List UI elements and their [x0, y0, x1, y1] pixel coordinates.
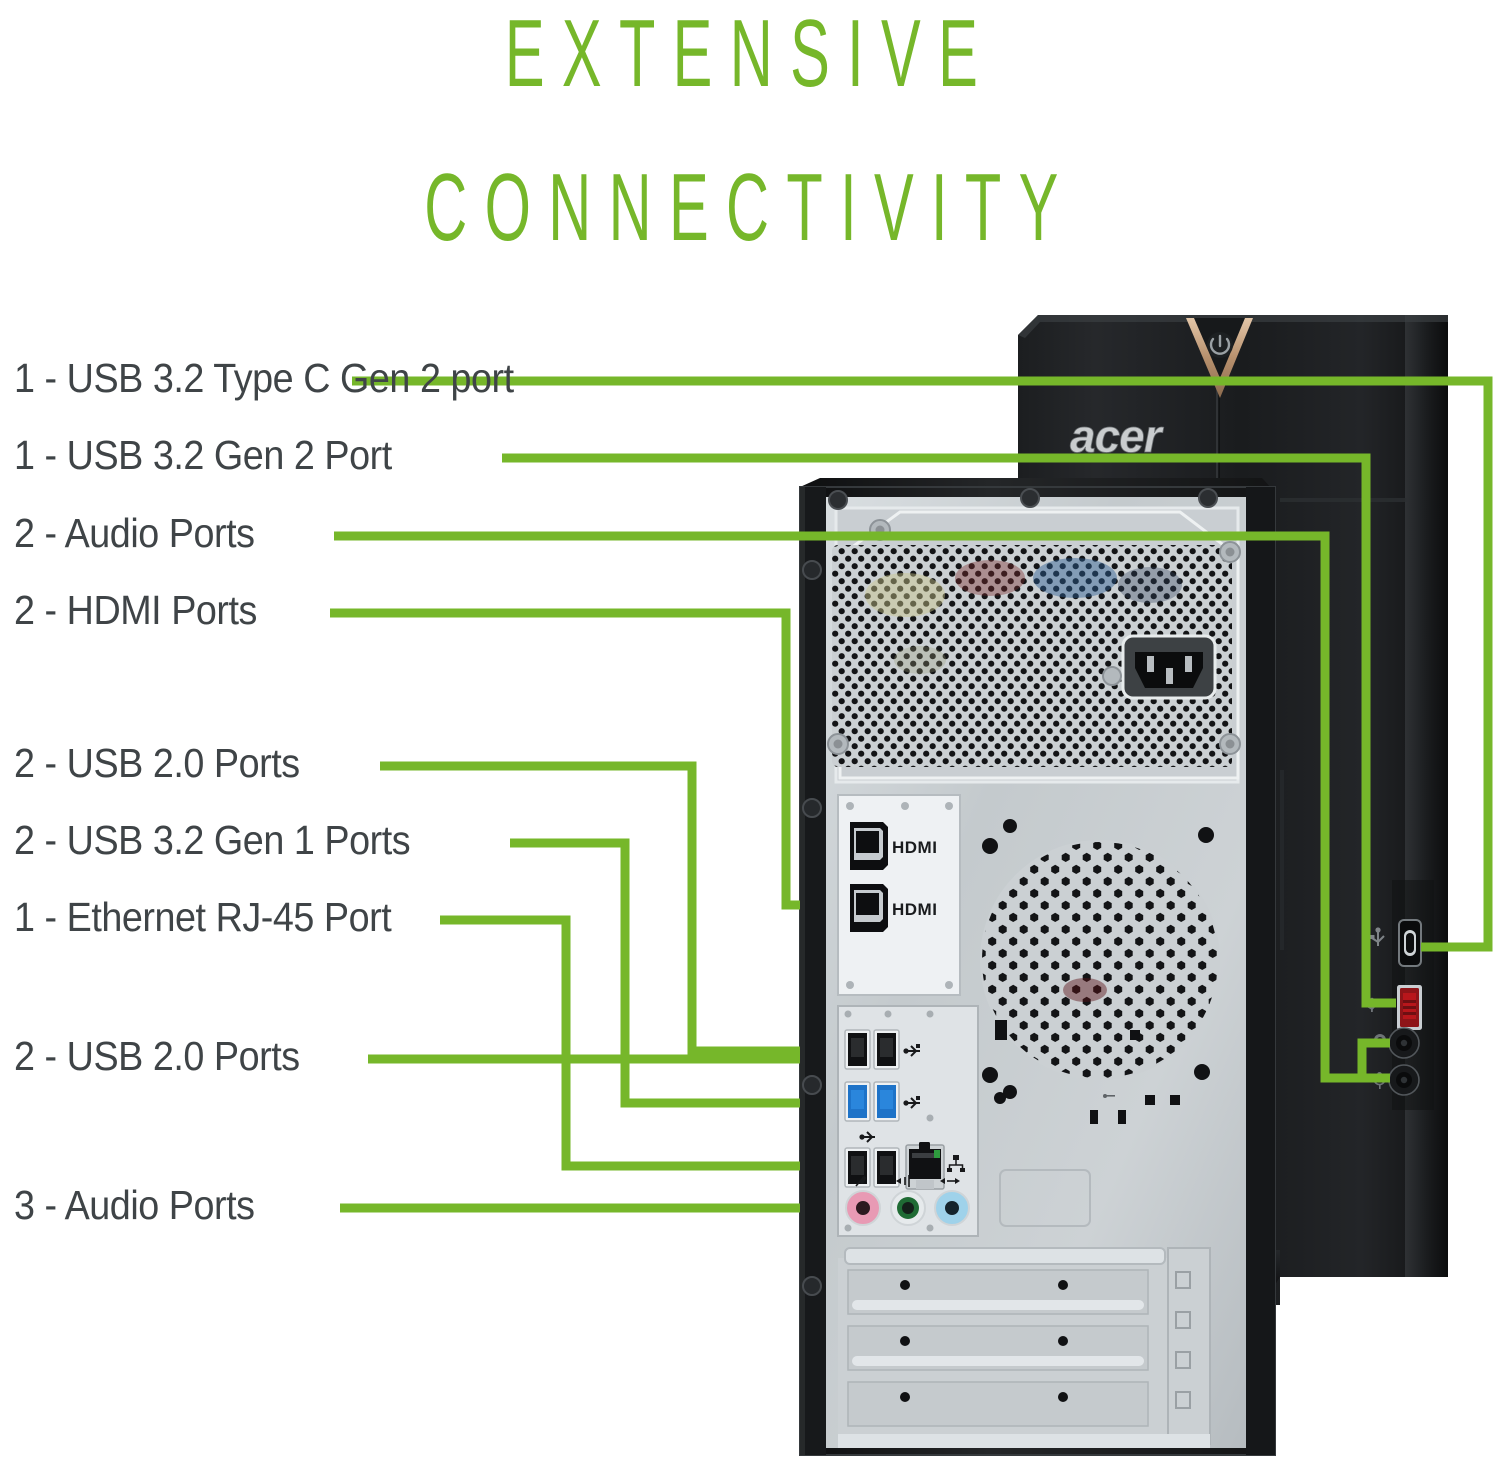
leader-usb32-gen1	[510, 838, 800, 1108]
hdmi-port-2[interactable]: HDMI	[850, 884, 937, 932]
leader-hdmi	[330, 608, 800, 910]
usb-icon	[1370, 927, 1385, 946]
callout-usb20-top: 2 - USB 2.0 Ports	[14, 740, 300, 786]
callout-usb-c-gen2: 1 - USB 3.2 Type C Gen 2 port	[14, 355, 514, 401]
leader-usb-c-gen2	[352, 376, 1493, 952]
svg-text:HDMI: HDMI	[892, 900, 937, 919]
rear-usb32-gen1[interactable]	[844, 1081, 900, 1122]
tower-rear-view: HDMI HDMI	[799, 478, 1276, 1456]
audio-jack-top[interactable]	[1388, 1027, 1420, 1059]
mic-jack[interactable]	[845, 1190, 881, 1226]
leader-usb20-top	[380, 761, 800, 1056]
front-io-cluster	[1243, 880, 1434, 1276]
usb-c-port[interactable]	[1398, 919, 1422, 967]
usb-icon	[1103, 1094, 1115, 1098]
leader-ethernet	[440, 915, 800, 1171]
microphone-icon	[855, 1176, 866, 1187]
usb-icon-left	[859, 1131, 875, 1143]
hdmi-port-1[interactable]: HDMI	[850, 822, 937, 870]
usb-gen2-port[interactable]	[1397, 985, 1422, 1030]
power-button-accent[interactable]	[1186, 318, 1253, 398]
audio-jack-bottom[interactable]	[1388, 1064, 1420, 1096]
slot-cover	[847, 1269, 1149, 1315]
slot-cover	[847, 1381, 1149, 1427]
rear-usb20-top[interactable]	[844, 1029, 900, 1070]
network-icon	[947, 1155, 965, 1172]
leader-lines	[330, 376, 1493, 1213]
callout-ethernet: 1 - Ethernet RJ-45 Port	[14, 894, 392, 940]
callout-usb32-gen1: 2 - USB 3.2 Gen 1 Ports	[14, 817, 411, 863]
title-line-connectivity: CONNECTIVITY	[424, 154, 1076, 261]
expansion-slots	[838, 1247, 1211, 1448]
usb-icon	[903, 1044, 920, 1057]
callout-audio-2: 2 - Audio Ports	[14, 510, 255, 556]
leader-audio-2-branch	[1357, 1038, 1390, 1078]
psu-section	[827, 506, 1241, 784]
leader-usb-gen2	[502, 453, 1396, 1008]
acer-logo: acer	[1070, 410, 1164, 462]
svg-text:HDMI: HDMI	[892, 838, 937, 857]
page-title: EXTENSIVE CONNECTIVITY	[0, 0, 1500, 256]
rear-io-panel	[837, 1005, 979, 1237]
rear-audio[interactable]	[845, 1175, 970, 1226]
title-line-extensive: EXTENSIVE	[504, 0, 996, 107]
case-fan-grille	[980, 819, 1220, 1099]
callout-hdmi-2: 2 - HDMI Ports	[14, 587, 257, 633]
callout-usb20-bottom: 2 - USB 2.0 Ports	[14, 1033, 300, 1079]
callout-usb-gen2: 1 - USB 3.2 Gen 2 Port	[14, 432, 392, 478]
line-in-jack[interactable]	[934, 1190, 970, 1226]
rear-ethernet[interactable]	[905, 1142, 945, 1190]
line-in-icon	[940, 1178, 960, 1184]
line-out-icon	[896, 1175, 910, 1187]
usb-superspeed-icon	[903, 1096, 920, 1109]
line-out-jack[interactable]	[890, 1190, 926, 1226]
gpu-bracket: HDMI HDMI	[837, 794, 961, 996]
power-socket[interactable]	[1121, 634, 1217, 700]
callout-audio-3: 3 - Audio Ports	[14, 1182, 255, 1228]
slot-cover	[847, 1325, 1149, 1371]
